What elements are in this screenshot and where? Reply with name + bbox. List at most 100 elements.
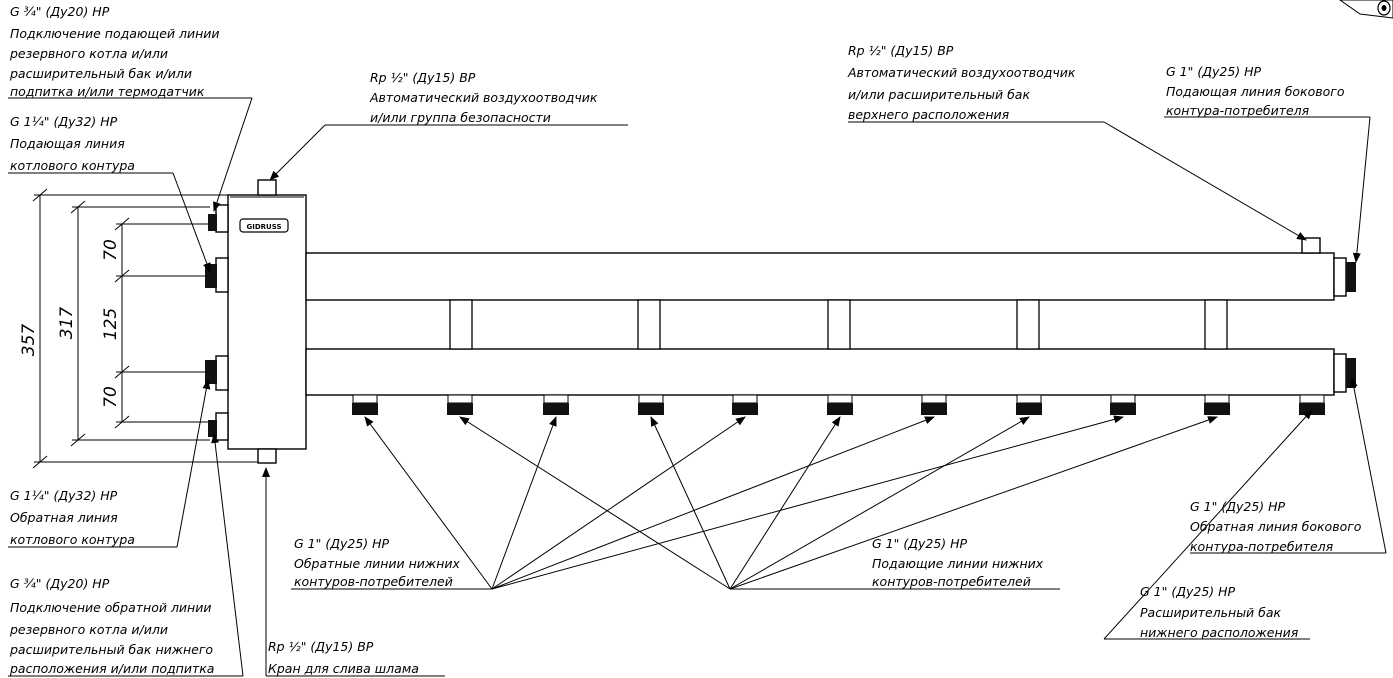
desc-line: Подающая линия: [10, 136, 125, 151]
desc-line: резервного котла и/или: [9, 46, 168, 61]
outlet-nozzle-1: [352, 394, 378, 404]
supply-manifold-pipe: [305, 252, 1335, 301]
desc-line: Расширительный бак: [1140, 605, 1282, 620]
spec-text: G 1" (Ду25) НР: [872, 536, 968, 551]
desc-line: Автоматический воздухоотводчик: [847, 65, 1076, 80]
desc-line: Подключение подающей линии: [10, 26, 220, 41]
left-port-boiler-supply: [215, 257, 229, 293]
leader-lines: [8, 97, 1387, 677]
bridge-pipe-2: [637, 299, 661, 350]
dim-357: 357: [19, 324, 39, 357]
outlet-nozzle-8: [1016, 394, 1042, 404]
outlet-thread-4: [638, 403, 664, 415]
outlet-nozzle-6: [827, 394, 853, 404]
desc-line: контуров-потребителей: [294, 574, 453, 589]
label-top-left-reserve: G ¾" (Ду20) НР Подключение подающей лини…: [9, 4, 220, 99]
desc-line: Подключение обратной линии: [10, 600, 211, 615]
pipe-bridges: [449, 299, 1228, 350]
bridge-pipe-1: [449, 299, 473, 350]
spec-text: G ¾" (Ду20) НР: [10, 576, 110, 591]
return-leader-5: [491, 415, 1124, 590]
supply-leader-1: [459, 416, 731, 590]
spec-text: G 1" (Ду25) НР: [294, 536, 390, 551]
dim-70-bottom: 70: [101, 386, 121, 408]
desc-line: котлового контура: [10, 158, 135, 173]
desc-line: контура-потребителя: [1190, 539, 1334, 554]
desc-line: и/или расширительный бак: [848, 87, 1030, 102]
separator-body: [227, 194, 307, 450]
spec-text: G 1¼" (Ду32) НР: [10, 488, 118, 503]
left-port-top-reserve: [215, 204, 229, 233]
outlet-nozzle-9: [1110, 394, 1136, 404]
desc-line: подпитка и/или термодатчик: [10, 84, 205, 99]
supply-leaders: [459, 416, 1218, 590]
manifold-pipes: [305, 237, 1356, 396]
desc-line: расположения и/или подпитка: [9, 661, 214, 676]
desc-line: котлового контура: [10, 532, 135, 547]
supply-leader-3: [729, 416, 841, 590]
desc-line: контуров-потребителей: [872, 574, 1031, 589]
outlet-nozzle-5: [732, 394, 758, 404]
sludge-nozzle: [257, 448, 277, 464]
outlet-nozzle-3: [543, 394, 569, 404]
desc-line: Подающие линии нижних: [872, 556, 1044, 571]
supply-end-thread: [1346, 262, 1356, 292]
desc-line: резервного котла и/или: [9, 622, 168, 637]
return-leader-3: [491, 416, 746, 590]
desc-line: и/или группа безопасности: [370, 110, 551, 125]
spec-text: Rp ½" (Ду15) ВР: [370, 70, 476, 85]
supply-leader-4: [729, 416, 1030, 590]
label-bottom-left-reserve: G ¾" (Ду20) НР Подключение обратной лини…: [9, 576, 214, 676]
return-manifold-pipe: [305, 348, 1335, 396]
outlet-thread-7: [921, 403, 947, 415]
outlet-thread-8: [1016, 403, 1042, 415]
label-lower-returns: G 1" (Ду25) НР Обратные линии нижних кон…: [294, 536, 460, 589]
outlet-thread-10: [1204, 403, 1230, 415]
desc-line: нижнего расположения: [1140, 625, 1299, 640]
outlet-thread-11: [1299, 403, 1325, 415]
label-lower-supplies: G 1" (Ду25) НР Подающие линии нижних кон…: [872, 536, 1044, 589]
outlet-nozzle-4: [638, 394, 664, 404]
desc-line: Подающая линия бокового: [1166, 84, 1345, 99]
dimension-lines: 357 317 70 125 70: [19, 188, 258, 469]
desc-line: расширительный бак нижнего: [9, 642, 213, 657]
label-sludge-valve: Rp ½" (Ду15) ВР Кран для слива шлама: [268, 639, 419, 676]
return-leaders: [364, 415, 1124, 590]
dim-317: 317: [57, 307, 77, 340]
desc-line: верхнего расположения: [848, 107, 1010, 122]
brand-plate: [239, 218, 289, 233]
desc-line: Обратная линия бокового: [1190, 519, 1362, 534]
outlet-thread-2: [447, 403, 473, 415]
outlet-nozzle-10: [1204, 394, 1230, 404]
label-air-vent-left: Rp ½" (Ду15) ВР Автоматический воздухоот…: [369, 70, 598, 125]
spec-text: G 1" (Ду25) НР: [1166, 64, 1262, 79]
outlet-thread-1: [352, 403, 378, 415]
label-air-vent-right: Rp ½" (Ду15) ВР Автоматический воздухоот…: [847, 43, 1076, 122]
return-leader-4: [491, 416, 935, 590]
left-port-bottom-reserve: [215, 412, 229, 441]
spec-text: G ¾" (Ду20) НР: [10, 4, 110, 19]
desc-line: Кран для слива шлама: [268, 661, 419, 676]
left-thread-4: [208, 420, 217, 437]
outlet-thread-9: [1110, 403, 1136, 415]
outlet-thread-3: [543, 403, 569, 415]
desc-line: Обратная линия: [10, 510, 118, 525]
lower-outlets: [352, 394, 1325, 415]
spec-text: G 1¼" (Ду32) НР: [10, 114, 118, 129]
outlet-thread-5: [732, 403, 758, 415]
spec-text: G 1" (Ду25) НР: [1140, 584, 1236, 599]
supply-leader-2: [650, 416, 731, 590]
return-leader-2: [491, 416, 557, 590]
left-thread-1: [208, 214, 217, 231]
left-port-boiler-return: [215, 355, 229, 391]
left-thread-3: [205, 360, 217, 384]
return-leader-1: [364, 416, 493, 590]
desc-line: Обратные линии нижних: [294, 556, 460, 571]
outlet-nozzle-7: [921, 394, 947, 404]
outlet-thread-6: [827, 403, 853, 415]
right-vent-nozzle: [1301, 237, 1321, 254]
outlet-nozzle-11: [1299, 394, 1325, 404]
bridge-pipe-4: [1016, 299, 1040, 350]
label-boiler-return: G 1¼" (Ду32) НР Обратная линия котлового…: [10, 488, 135, 547]
